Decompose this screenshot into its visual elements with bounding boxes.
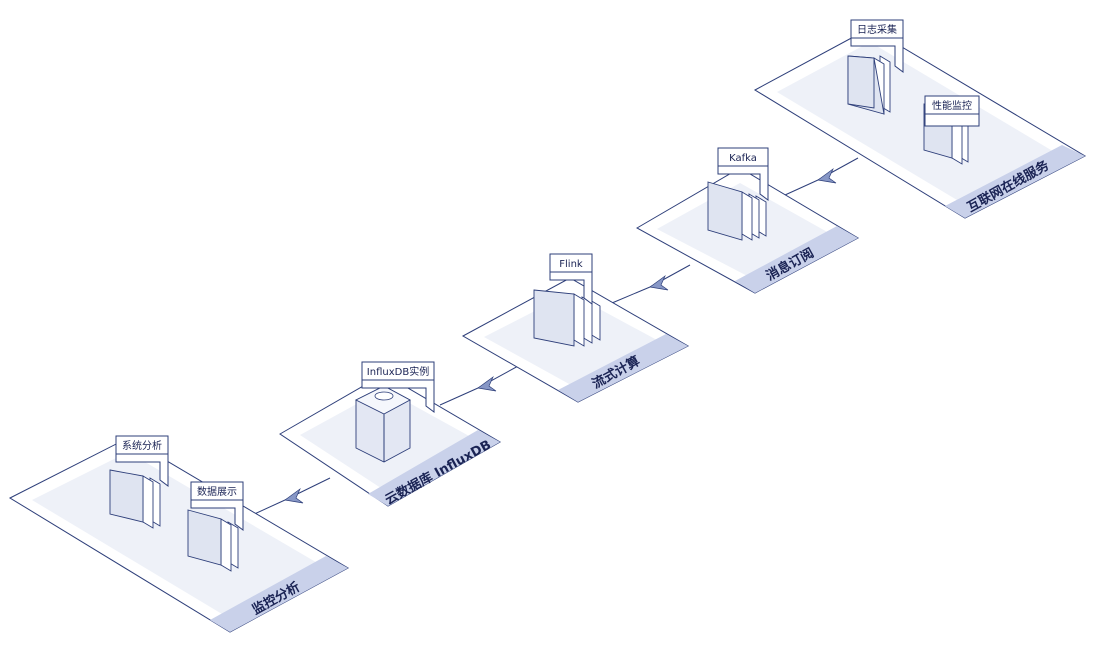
arrow-icon	[477, 375, 497, 392]
platform-internet-service: 互联网在线服务	[753, 27, 1087, 219]
component-label: 数据展示	[197, 485, 237, 498]
connector-flink-to-influxdb	[477, 364, 521, 392]
component-label: InfluxDB实例	[367, 365, 429, 378]
component-data-display: 数据展示	[187, 481, 244, 572]
component-flink: Flink	[533, 253, 601, 347]
platform-monitor-analysis: 监控分析	[8, 437, 350, 633]
component-influxdb-instance: InfluxDB实例	[354, 361, 435, 463]
component-log-collection: 日志采集	[847, 19, 904, 115]
component-system-analysis: 系统分析	[109, 435, 169, 529]
component-kafka: Kafka	[707, 147, 769, 241]
component-label: Flink	[559, 259, 583, 270]
connector-influxdb-to-monitor	[284, 477, 331, 504]
component-label: 日志采集	[857, 23, 897, 36]
component-label: 系统分析	[122, 439, 162, 452]
component-performance-monitor: 性能监控	[923, 95, 980, 165]
connector-kafka-to-flink	[649, 264, 691, 291]
connector-service-to-kafka	[817, 157, 859, 184]
component-label: 性能监控	[932, 99, 972, 112]
arrow-icon	[284, 487, 304, 504]
arrow-icon	[817, 167, 837, 184]
connector-tail	[611, 286, 651, 304]
arrow-icon	[649, 274, 669, 291]
connector-tail	[439, 387, 479, 406]
connector-tail	[784, 179, 819, 196]
component-label: Kafka	[729, 153, 757, 164]
